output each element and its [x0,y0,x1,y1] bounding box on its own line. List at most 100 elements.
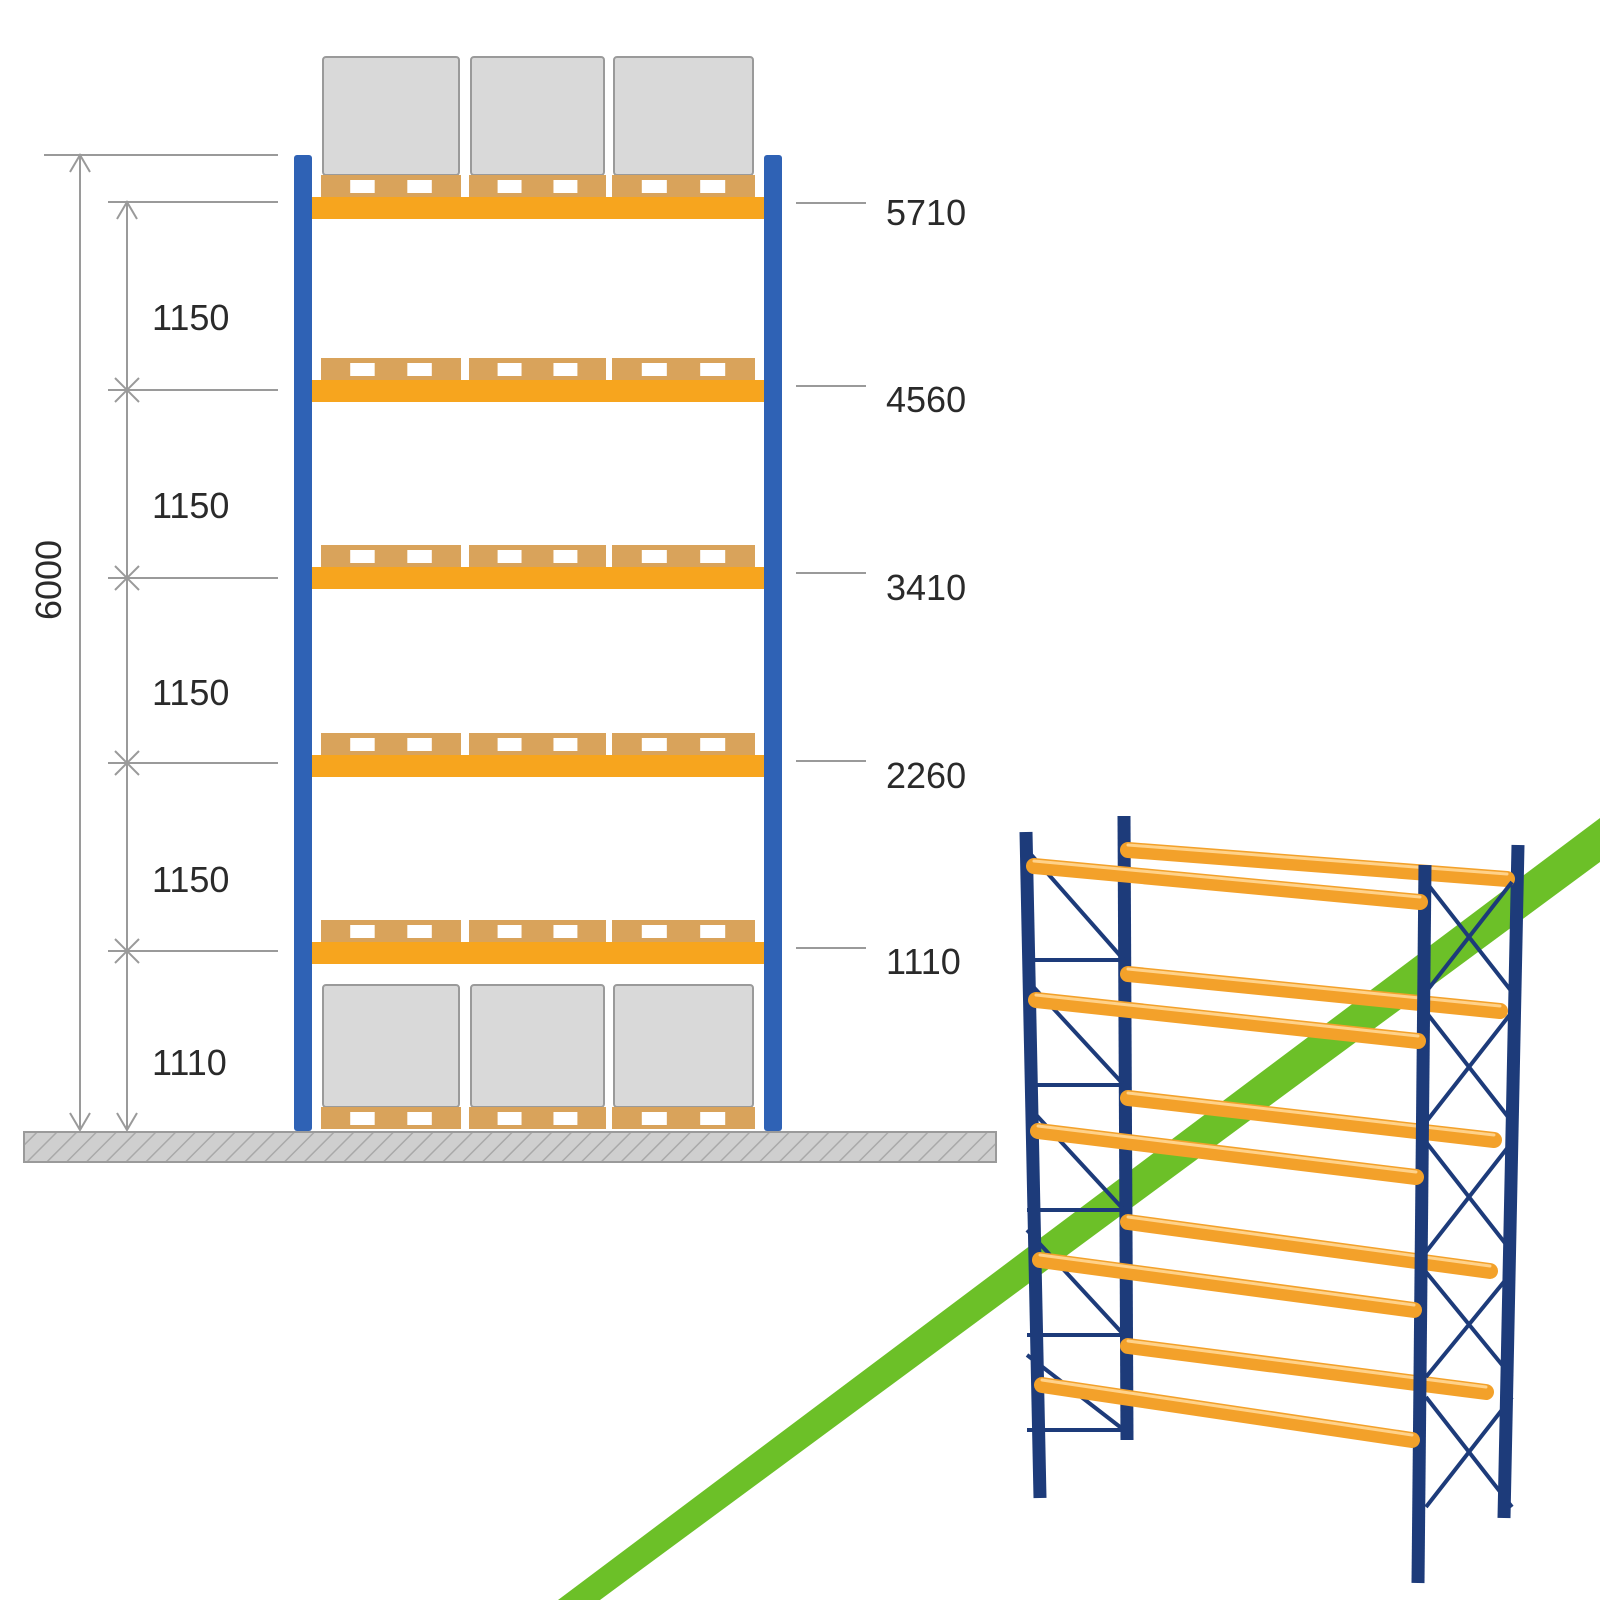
pallet-gap [700,363,726,376]
spacing-label-level-3: 1150 [152,672,229,713]
pallet-gap [700,925,726,938]
pallet-box [470,56,605,176]
front-beam [1028,992,1426,1049]
pallet-gap [407,738,432,751]
pallet-gap [407,550,432,563]
back-beam-highlight [1126,1215,1492,1268]
front-right-upright [1411,864,1432,1584]
beam-height-label-4: 4560 [886,379,966,420]
tick-mark [114,377,140,403]
frame-brace [1424,1140,1514,1254]
pallet-gap [407,925,432,938]
beam [307,380,769,402]
pallet-gap [553,180,578,193]
pallet-gap [700,550,726,563]
pallet-box [470,984,605,1108]
pallet-base [469,1107,606,1129]
floor [23,1131,997,1163]
pallet-gap [641,1112,667,1125]
pallet-base [321,733,461,755]
pallet-gap [350,550,375,563]
back-beam-highlight [1126,843,1509,876]
frame-brace [1025,1228,1126,1337]
frame-brace [1424,1270,1514,1379]
rack-3d-illustration [1019,815,1525,1584]
pallet-gap [497,738,522,751]
pallet-gap [407,1112,432,1125]
front-beam-highlight [1036,1124,1418,1174]
beam-height-leaders [796,202,866,949]
pallet-gap [700,180,726,193]
front-beam-highlight [1032,859,1422,899]
back-beam-highlight [1126,967,1502,1008]
pallet-gap [407,180,432,193]
spacing-label-level-4: 1150 [152,485,229,526]
pallet-base [612,1107,755,1129]
pallet-base [321,920,461,942]
pallet-gap [641,738,667,751]
pallet-gap [350,925,375,938]
beam-height-label-2: 2260 [886,755,966,796]
pallet-base [321,175,461,197]
front-beam [1030,1123,1424,1185]
rack-beams [301,193,775,968]
pallet-gap [497,180,522,193]
pallet-gap [350,363,375,376]
right-upright [764,155,782,1131]
pallet-gap [407,363,432,376]
pallet-gap [553,925,578,938]
front-beam-highlight [1040,1378,1414,1437]
front-beam [1032,1252,1422,1318]
pallet-base [612,545,755,567]
pallet-gap [350,180,375,193]
pallet-gap [553,1112,578,1125]
front-beam-highlight [1034,993,1420,1038]
front-beam-highlight [1038,1253,1416,1307]
back-right-upright [1497,844,1525,1519]
back-beam [1120,1214,1498,1279]
pallet-box [322,984,460,1108]
pallet-base [469,920,606,942]
pallet-gap [700,1112,726,1125]
pallet-base [469,358,606,380]
pallet-base [469,733,606,755]
pallet-base [612,733,755,755]
pallet-base [469,545,606,567]
arrow-head [69,1112,91,1132]
pallet-gap [553,738,578,751]
pallet-gap [497,925,522,938]
pallet-gap [497,550,522,563]
front-left-upright [1019,831,1047,1499]
spacing-label-level-5: 1150 [152,297,229,338]
beam-height-label-1: 1110 [886,941,961,982]
tick-mark [114,750,140,776]
pallet-base [469,175,606,197]
dimension-lines [44,153,278,1132]
pallet-base [612,358,755,380]
pallet-gap [700,738,726,751]
pallet-gap [497,1112,522,1125]
back-beam [1120,966,1508,1019]
arrow-head [116,200,138,220]
arrow-head [69,153,91,173]
left-upright [294,155,312,1131]
pallet-gap [553,550,578,563]
front-beam [1034,1377,1420,1448]
spacing-label-level-2: 1150 [152,859,229,900]
pallet-base [612,175,755,197]
beam [307,567,769,589]
arrow-head [116,1112,138,1132]
pallet-base [321,358,461,380]
tick-mark [114,565,140,591]
beam [307,197,769,219]
beam [307,755,769,777]
beam-height-label-3: 3410 [886,567,966,608]
back-beam [1120,1090,1502,1148]
pallet-base [612,920,755,942]
back-left-upright [1117,815,1134,1441]
back-beam-highlight [1126,1339,1488,1389]
pallet-gap [497,363,522,376]
pallet-gap [641,550,667,563]
front-beam [1026,858,1428,910]
pallet-box [322,56,460,176]
